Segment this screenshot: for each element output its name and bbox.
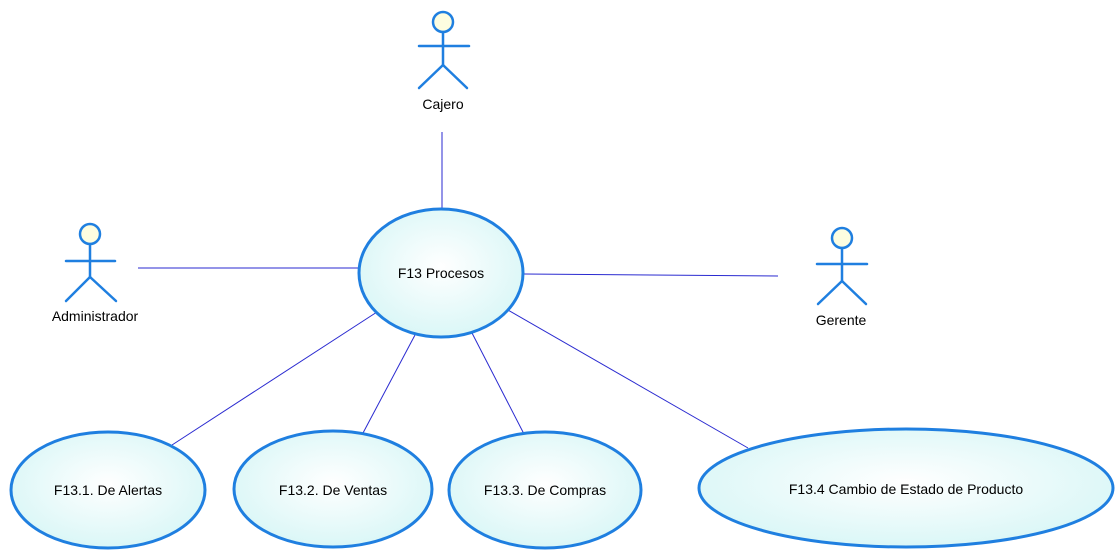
use-case-compras[interactable]: F13.3. De Compras [447,430,643,550]
use-case-label-procesos: F13 Procesos [398,265,484,281]
assoc-main-compras [471,332,525,435]
assoc-main-cambio [507,309,749,449]
actor-gerente[interactable]: Gerente [816,226,869,328]
actor-label-gerente: Gerente [816,312,867,328]
use-case-label-alertas: F13.1. De Alertas [54,482,162,498]
assoc-gerente-main [523,273,779,277]
use-case-label-cambio-estado: F13.4 Cambio de Estado de Producto [789,481,1023,497]
use-case-label-compras: F13.3. De Compras [484,482,606,498]
use-case-label-ventas: F13.2. De Ventas [279,482,387,498]
assoc-main-ventas [362,334,416,434]
actor-label-administrador: Administrador [52,308,139,324]
assoc-main-alertas [171,311,378,446]
use-case-cambio-estado[interactable]: F13.4 Cambio de Estado de Producto [697,427,1115,549]
use-case-ventas[interactable]: F13.2. De Ventas [232,429,434,549]
actor-administrador[interactable]: Administrador [52,222,139,324]
actor-head-icon [431,10,455,34]
actor-cajero[interactable]: Cajero [417,10,471,112]
actor-head-icon [78,222,102,246]
use-case-procesos[interactable]: F13 Procesos [357,207,525,339]
actor-head-icon [830,226,854,250]
actor-label-cajero: Cajero [422,96,463,112]
use-case-alertas[interactable]: F13.1. De Alertas [9,430,207,550]
